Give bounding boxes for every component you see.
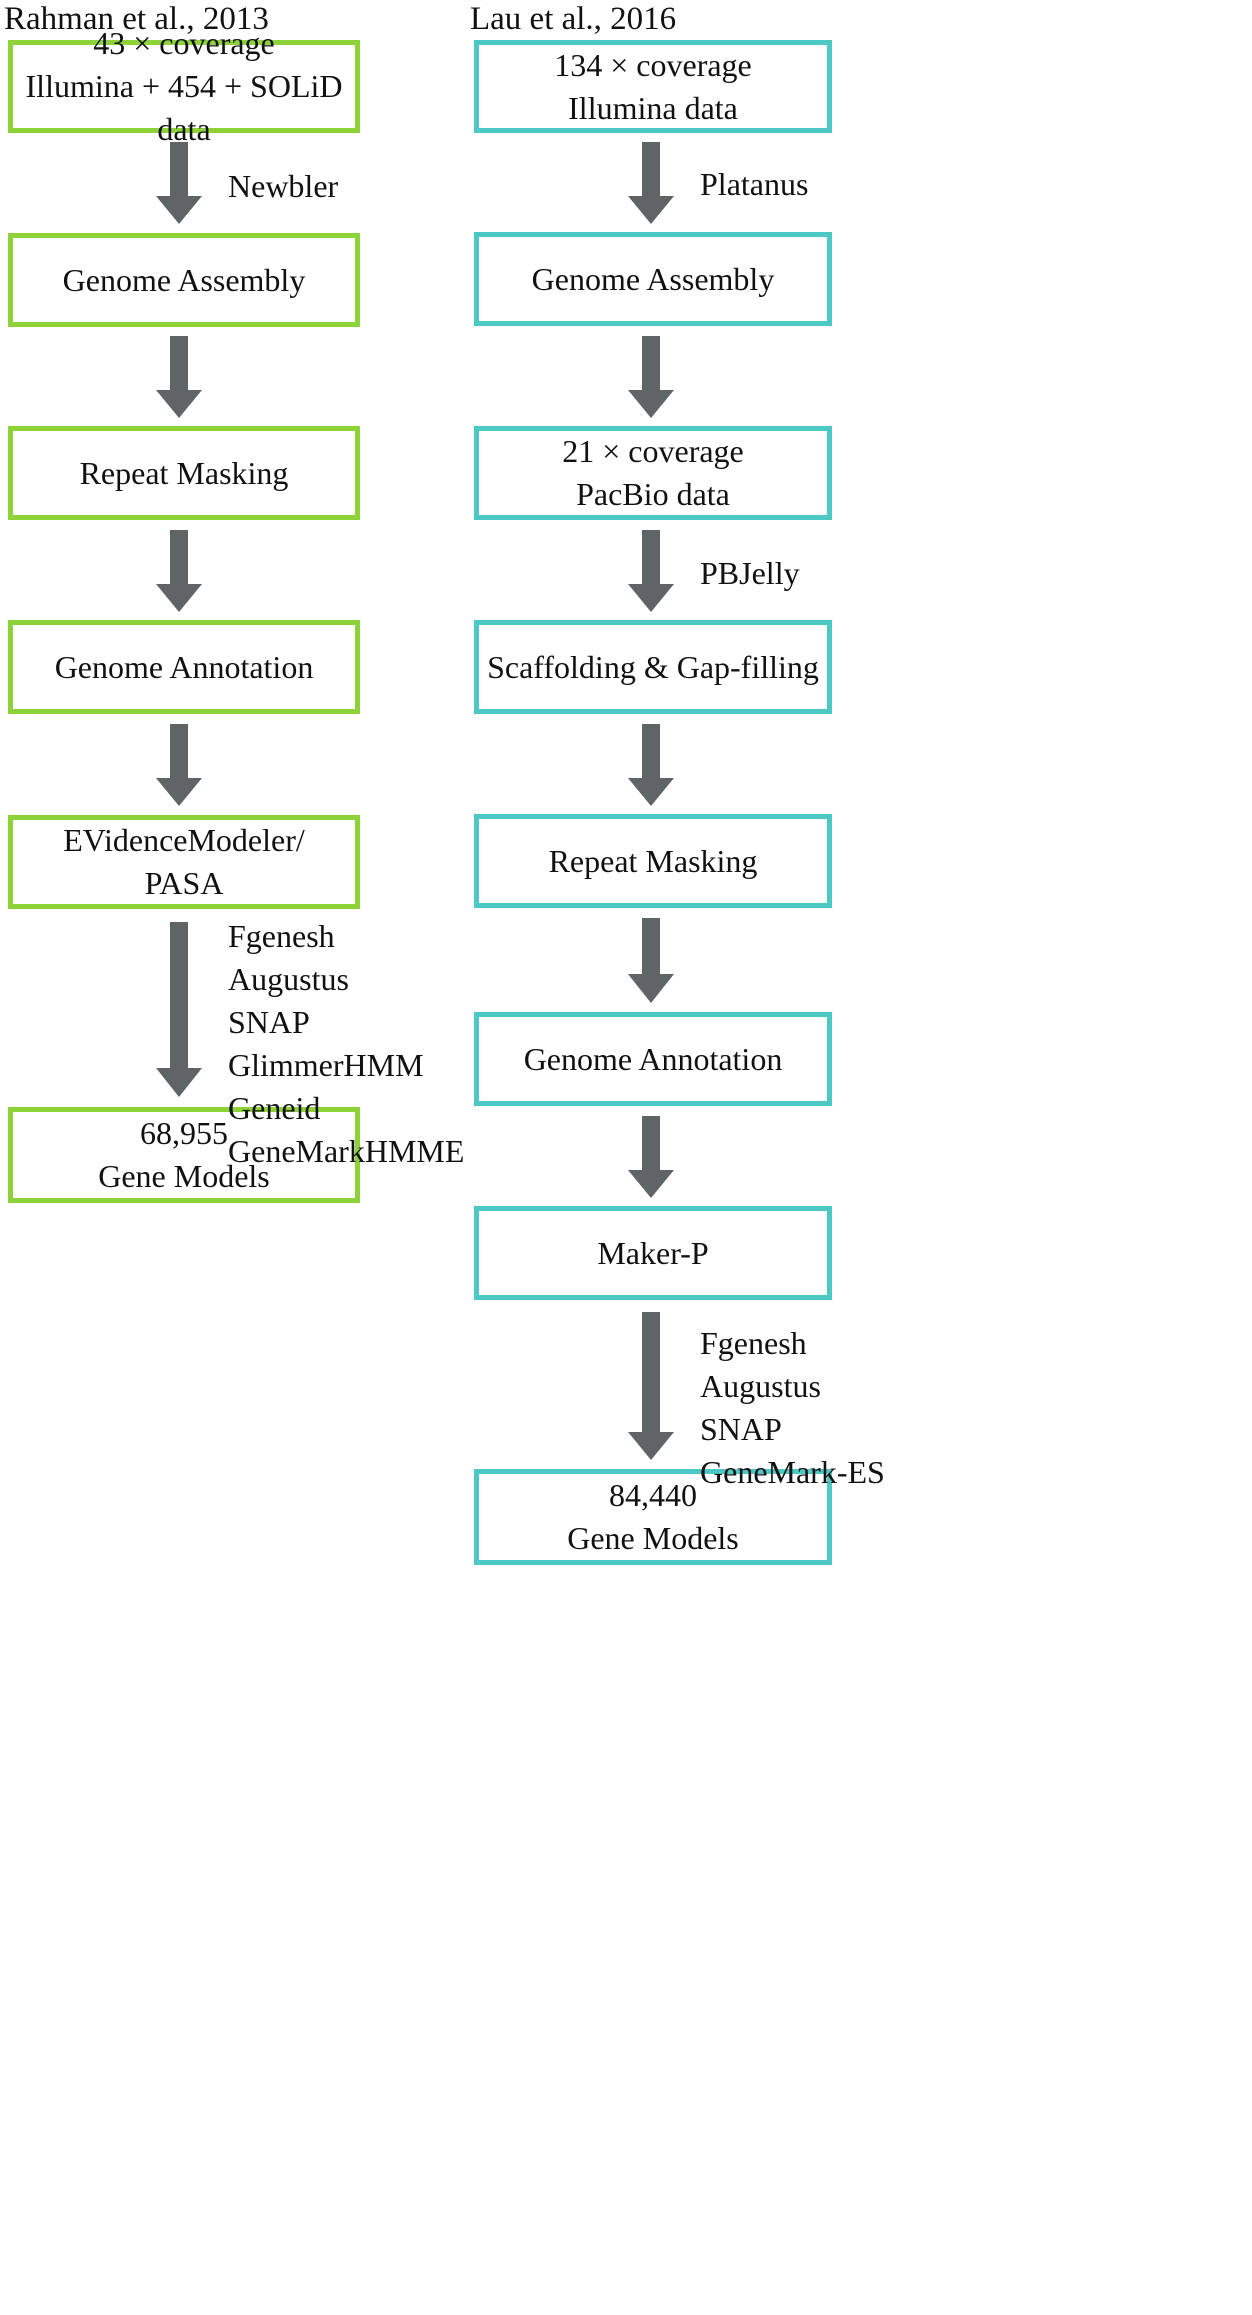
box-line: PacBio data: [576, 476, 730, 512]
box-line: Illumina data: [568, 89, 738, 126]
box-line: 84,440: [609, 1477, 697, 1513]
left-gene-predictor-list: Fgenesh Augustus SNAP GlimmerHMM Geneid …: [228, 915, 464, 1173]
list-item: SNAP: [700, 1411, 782, 1447]
arrow-down-icon: [156, 142, 202, 224]
left-column-heading: Rahman et al., 2013: [4, 1, 269, 37]
box-line: Genome Assembly: [62, 261, 306, 298]
arrow-down-icon: [628, 1312, 674, 1460]
left-gene-models-box: 68,955 Gene Models: [8, 1107, 360, 1203]
arrow-down-icon: [156, 530, 202, 612]
arrow-down-icon: [156, 336, 202, 418]
box-line: Repeat Masking: [548, 842, 758, 879]
list-item: Fgenesh: [700, 1325, 807, 1361]
left-input-data-box: 43 × coverage Illumina + 454 + SOLiD dat…: [8, 25, 360, 147]
left-evidencemodeler-box: EVidenceModeler/ PASA: [8, 815, 360, 909]
box-line: EVidenceModeler/: [63, 822, 305, 858]
right-repeat-masking-box: Repeat Masking: [474, 814, 832, 908]
newbler-label: Newbler: [228, 168, 339, 204]
left-repeat-masking-box: Repeat Masking: [8, 426, 360, 520]
box-line: Maker-P: [597, 1234, 709, 1271]
list-item: GeneMark-ES: [700, 1454, 885, 1490]
box-line: Scaffolding & Gap-filling: [487, 648, 819, 685]
left-genome-annotation-box: Genome Annotation: [8, 620, 360, 714]
arrow-down-icon: [628, 142, 674, 224]
arrow-down-icon: [628, 336, 674, 418]
box-line: 134 × coverage: [554, 46, 752, 83]
box-line: Gene Models: [98, 1158, 270, 1194]
right-genome-assembly-box: Genome Assembly: [474, 232, 832, 326]
arrow-down-icon: [628, 1116, 674, 1198]
arrow-down-icon: [628, 918, 674, 1003]
right-scaffolding-box: Scaffolding & Gap-filling: [474, 620, 832, 714]
box-line: Genome Assembly: [531, 260, 775, 297]
box-line: Repeat Masking: [79, 454, 289, 491]
arrow-down-icon: [156, 922, 202, 1097]
left-genome-assembly-box: Genome Assembly: [8, 233, 360, 327]
list-item: Geneid: [228, 1090, 321, 1126]
arrow-down-icon: [628, 724, 674, 806]
right-input-data-box: 134 × coverage Illumina data: [474, 40, 832, 133]
list-item: GlimmerHMM: [228, 1047, 424, 1083]
arrow-down-icon: [628, 530, 674, 612]
right-gene-models-box: 84,440 Gene Models: [474, 1469, 832, 1565]
box-line: Gene Models: [567, 1520, 739, 1556]
list-item: Augustus: [228, 961, 349, 997]
box-line: Genome Annotation: [523, 1040, 783, 1077]
box-line: 43 × coverage: [93, 25, 275, 61]
right-pacbio-data-box: 21 × coverage PacBio data: [474, 426, 832, 520]
box-line: 68,955: [140, 1115, 228, 1151]
right-genome-annotation-box: Genome Annotation: [474, 1012, 832, 1106]
list-item: SNAP: [228, 1004, 310, 1040]
list-item: Fgenesh: [228, 918, 335, 954]
box-line: PASA: [144, 865, 224, 901]
box-line: Genome Annotation: [54, 648, 314, 685]
platanus-label: Platanus: [700, 166, 809, 202]
arrow-down-icon: [156, 724, 202, 806]
pbjelly-label: PBJelly: [700, 555, 800, 591]
right-column-heading: Lau et al., 2016: [470, 1, 677, 37]
box-line: Illumina + 454 + SOLiD data: [25, 68, 343, 147]
right-maker-p-box: Maker-P: [474, 1206, 832, 1300]
list-item: Augustus: [700, 1368, 821, 1404]
list-item: GeneMarkHMME: [228, 1133, 465, 1169]
right-gene-predictor-list: Fgenesh Augustus SNAP GeneMark-ES: [700, 1322, 885, 1494]
box-line: 21 × coverage: [562, 433, 744, 469]
